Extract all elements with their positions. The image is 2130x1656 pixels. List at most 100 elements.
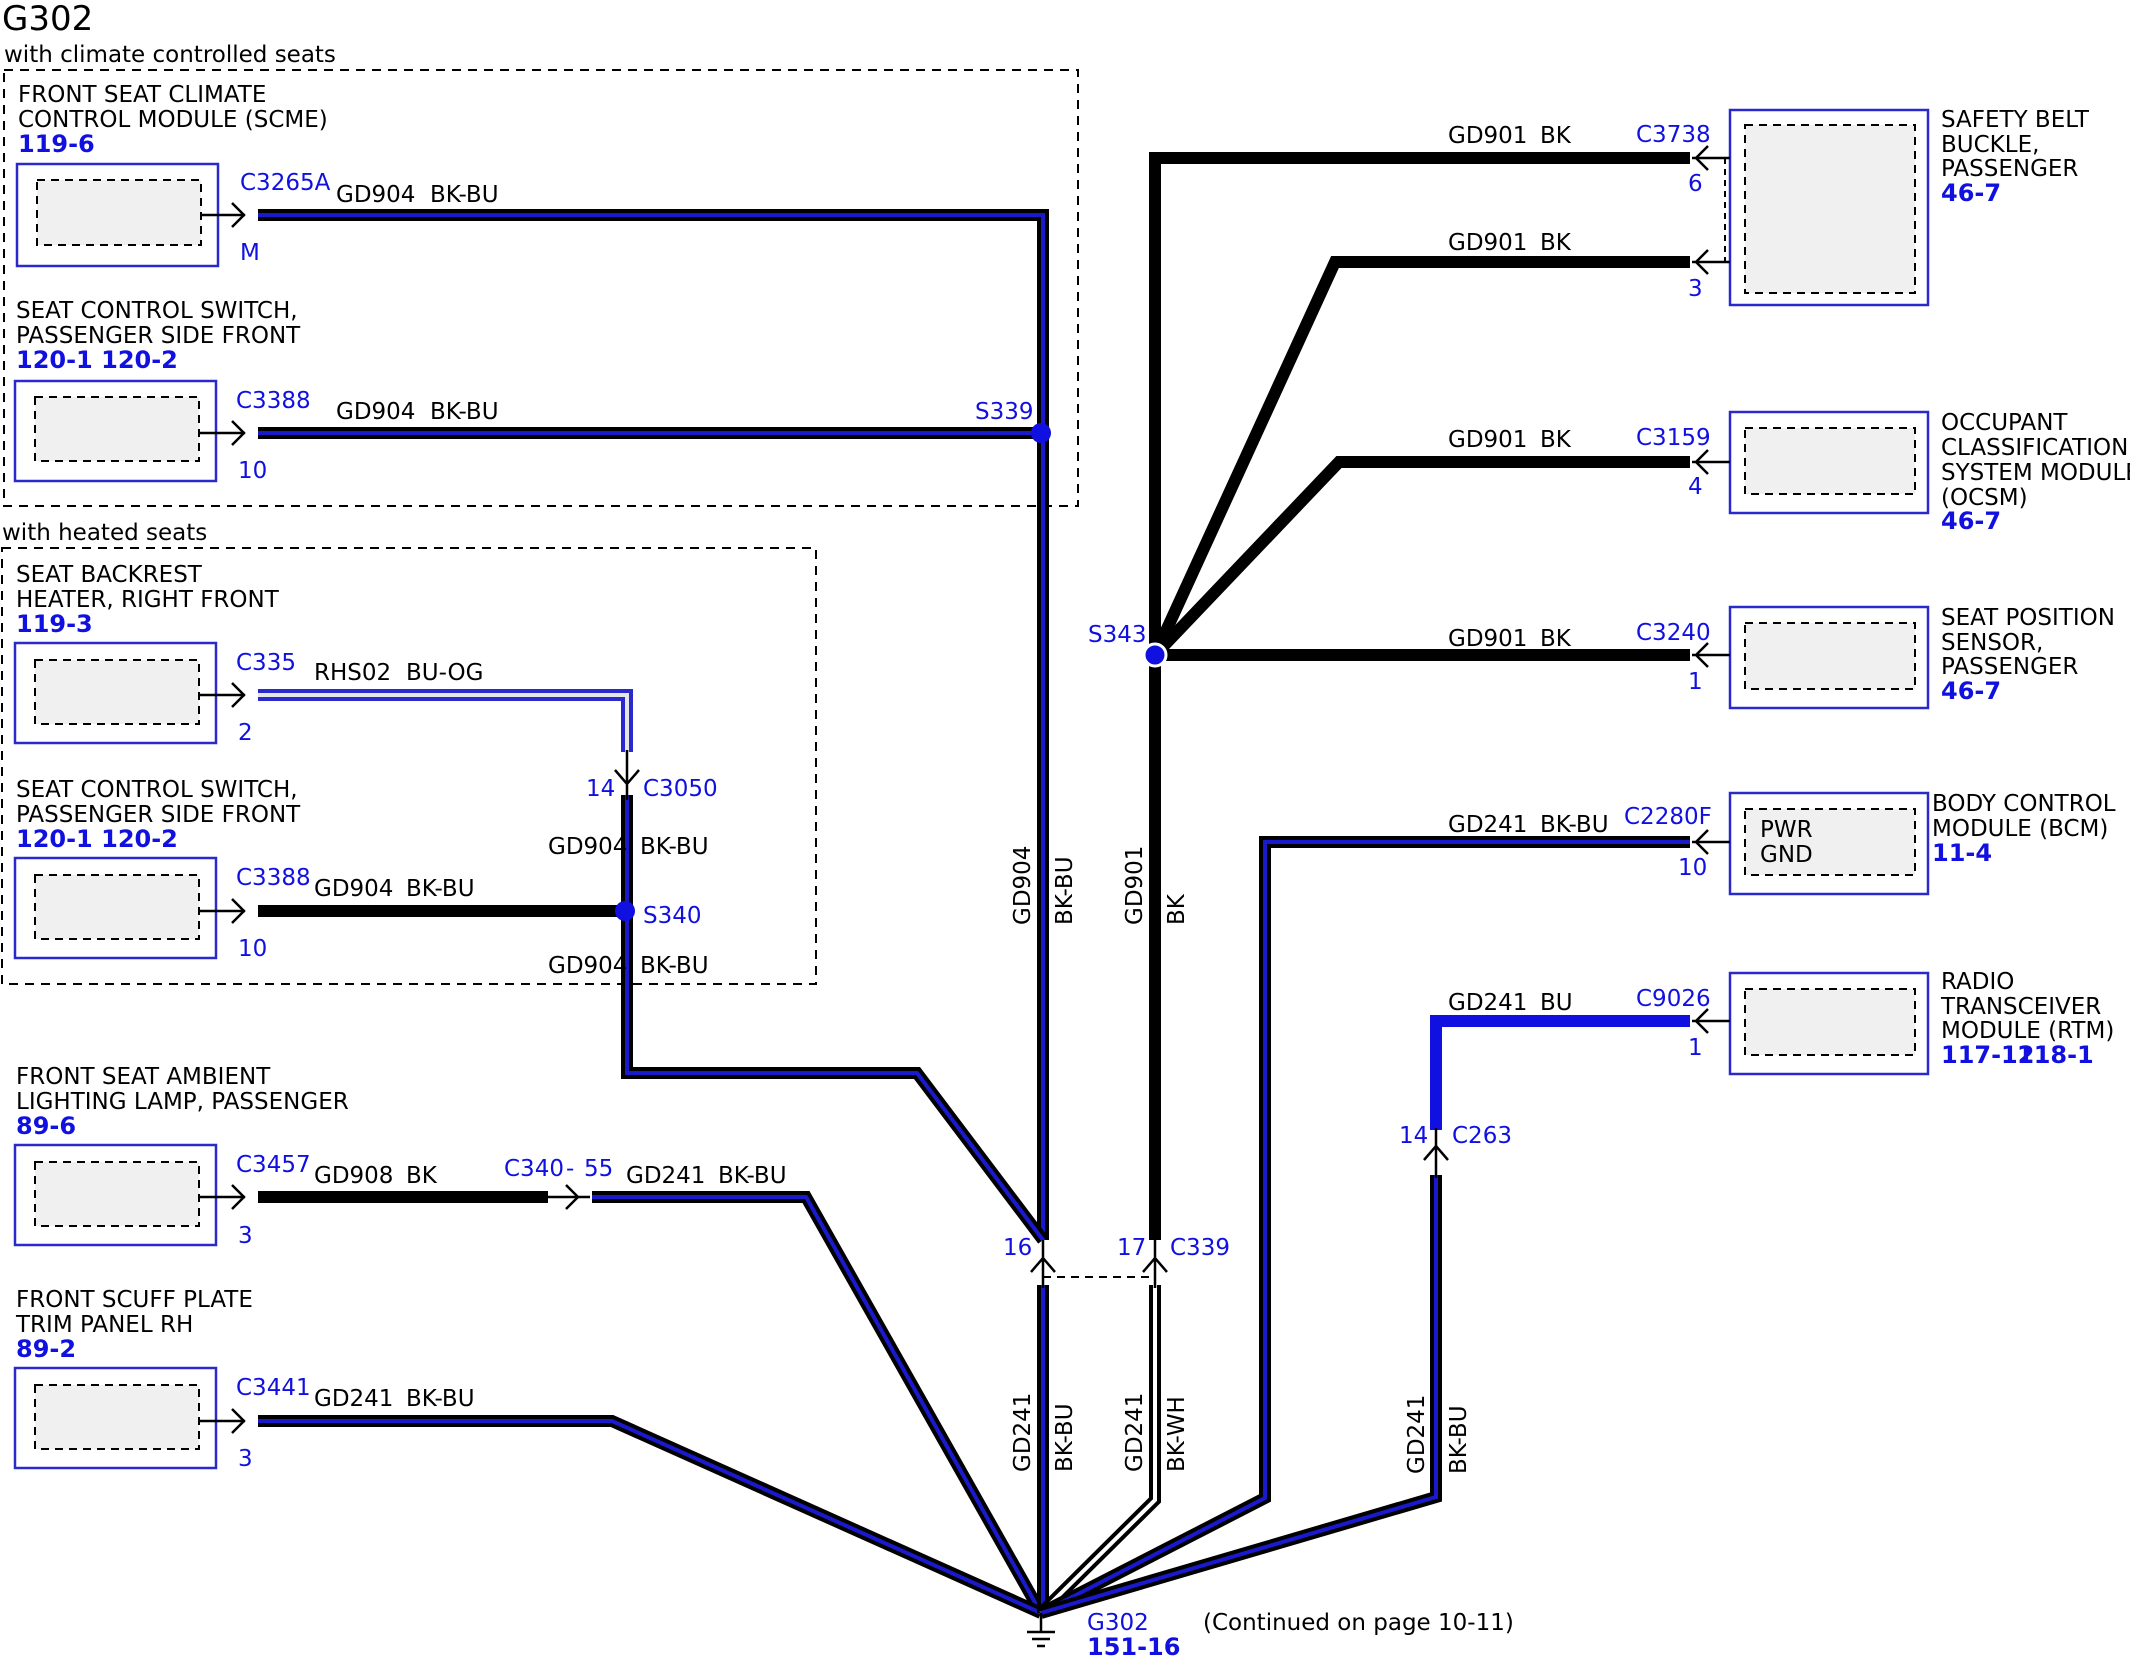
svg-text:SEAT CONTROL SWITCH,: SEAT CONTROL SWITCH, [16,777,298,803]
svg-text:C3388: C3388 [236,388,311,414]
svg-text:RADIO: RADIO [1941,969,2014,995]
svg-text:BK: BK [1540,230,1572,256]
svg-text:55: 55 [584,1156,613,1182]
wire-gd901-buckle-6 [1149,152,1690,655]
svg-text:MODULE (RTM): MODULE (RTM) [1941,1018,2114,1044]
component-belt-buckle: SAFETY BELT BUCKLE, PASSENGER 46-7 C3738… [1636,107,2090,307]
svg-text:10: 10 [1678,855,1707,881]
svg-text:BK-WH: BK-WH [1164,1396,1190,1472]
wire-gd904-heated [621,795,1048,1244]
svg-text:PASSENGER SIDE FRONT: PASSENGER SIDE FRONT [16,323,301,349]
svg-text:BU-OG: BU-OG [406,660,483,686]
svg-text:TRIM PANEL RH: TRIM PANEL RH [15,1312,193,1338]
svg-text:10: 10 [238,458,267,484]
svg-text:11-4: 11-4 [1932,839,1992,867]
svg-text:BK-BU: BK-BU [640,834,709,860]
svg-text:3: 3 [1688,276,1703,302]
svg-text:BK-BU: BK-BU [1540,812,1609,838]
svg-text:GD241: GD241 [1404,1395,1430,1474]
component-backrest-heater: SEAT BACKREST HEATER, RIGHT FRONT 119-3 … [13,562,296,746]
component-seat-switch-b: SEAT CONTROL SWITCH, PASSENGER SIDE FRON… [13,777,311,962]
wire-gd241-c263 [1039,1175,1442,1619]
svg-text:GD908: GD908 [314,1163,393,1189]
svg-text:GD241: GD241 [1122,1393,1148,1472]
svg-text:RHS02: RHS02 [314,660,391,686]
region-climate-label: with climate controlled seats [4,42,336,68]
component-seat-position: SEAT POSITION SENSOR, PASSENGER 46-7 C32… [1636,605,2115,710]
svg-text:S339: S339 [975,399,1034,425]
svg-text:SENSOR,: SENSOR, [1941,630,2043,656]
svg-text:BK-BU: BK-BU [1446,1405,1472,1474]
svg-text:C3050: C3050 [643,776,718,802]
svg-text:GD901: GD901 [1448,123,1527,149]
svg-text:GD904: GD904 [548,953,627,979]
svg-text:PASSENGER: PASSENGER [1941,156,2078,182]
svg-text:1: 1 [1688,669,1703,695]
svg-text:BK: BK [1540,427,1572,453]
ground-ref: 151-16 [1087,1633,1180,1656]
splice-s339: S339 [975,399,1051,443]
svg-text:C335: C335 [236,650,296,676]
wire-labels: GD904 BK-BU GD904 BK-BU RHS02 BU-OG GD90… [314,123,1609,1474]
svg-text:117-12: 117-12 [1941,1041,2034,1069]
wire-gd901-buckle-3 [1149,256,1690,658]
svg-text:BK-BU: BK-BU [718,1163,787,1189]
svg-text:C3738: C3738 [1636,122,1711,148]
wire-gd904-scme [258,209,1049,1240]
svg-text:PASSENGER SIDE FRONT: PASSENGER SIDE FRONT [16,802,301,828]
svg-text:120-1 120-2: 120-1 120-2 [16,346,178,374]
svg-text:89-2: 89-2 [16,1335,76,1363]
svg-text:S343: S343 [1088,622,1147,648]
svg-text:GD901: GD901 [1448,427,1527,453]
svg-text:-: - [566,1156,574,1182]
svg-text:16: 16 [1003,1235,1032,1261]
svg-text:C2280F: C2280F [1624,804,1712,830]
region-heated-label: with heated seats [2,520,207,546]
svg-text:C3240: C3240 [1636,620,1711,646]
svg-text:GD904: GD904 [314,876,393,902]
svg-text:SYSTEM MODULE: SYSTEM MODULE [1941,460,2130,486]
component-ocsm: OCCUPANT CLASSIFICATION SYSTEM MODULE (O… [1636,410,2130,535]
connector-c340: C340 - 55 [504,1156,613,1210]
svg-text:17: 17 [1117,1235,1146,1261]
svg-text:BK: BK [1540,123,1572,149]
svg-text:BK-BU: BK-BU [640,953,709,979]
wire-rhs02 [258,689,633,752]
svg-text:SEAT BACKREST: SEAT BACKREST [16,562,203,588]
component-seat-switch-a: SEAT CONTROL SWITCH, PASSENGER SIDE FRON… [13,298,311,484]
svg-text:GD901: GD901 [1122,846,1148,925]
svg-text:SEAT POSITION: SEAT POSITION [1941,605,2115,631]
svg-text:FRONT SEAT CLIMATE: FRONT SEAT CLIMATE [18,82,266,108]
svg-text:CLASSIFICATION: CLASSIFICATION [1941,435,2128,461]
ground-g302: G302 151-16 (Continued on page 10-11) [1027,1610,1514,1656]
svg-text:BUCKLE,: BUCKLE, [1941,132,2039,158]
svg-text:C340: C340 [504,1156,564,1182]
svg-text:C263: C263 [1452,1123,1512,1149]
svg-text:119-3: 119-3 [16,610,93,638]
svg-text:C3159: C3159 [1636,425,1711,451]
svg-text:GD241: GD241 [1010,1393,1036,1472]
wire-gd241-c339-17 [1036,1285,1161,1618]
component-rtm: RADIO TRANSCEIVER MODULE (RTM) 117-12 11… [1636,969,2114,1076]
svg-text:FRONT SEAT AMBIENT: FRONT SEAT AMBIENT [16,1064,271,1090]
svg-text:GD901: GD901 [1448,626,1527,652]
svg-text:GD241: GD241 [626,1163,705,1189]
svg-text:PASSENGER: PASSENGER [1941,654,2078,680]
svg-text:M: M [240,240,260,266]
svg-text:SAFETY BELT: SAFETY BELT [1941,107,2090,133]
component-bcm: PWR GND BODY CONTROL MODULE (BCM) 11-4 C… [1624,791,2116,896]
svg-text:HEATER, RIGHT FRONT: HEATER, RIGHT FRONT [16,587,280,613]
connector-c263: C263 14 [1399,1123,1512,1178]
svg-text:OCCUPANT: OCCUPANT [1941,410,2068,436]
svg-text:4: 4 [1688,474,1703,500]
page-title: G302 [2,0,93,39]
connector-c339: C339 16 17 [1003,1235,1230,1288]
wire-layer [258,152,1726,1619]
svg-text:GD241: GD241 [314,1386,393,1412]
svg-text:GND: GND [1760,842,1813,868]
svg-text:GD904: GD904 [1010,846,1036,925]
svg-text:C3388: C3388 [236,865,311,891]
svg-text:BODY CONTROL: BODY CONTROL [1932,791,2116,817]
svg-text:GD901: GD901 [1448,230,1527,256]
svg-text:MODULE (BCM): MODULE (BCM) [1932,816,2108,842]
